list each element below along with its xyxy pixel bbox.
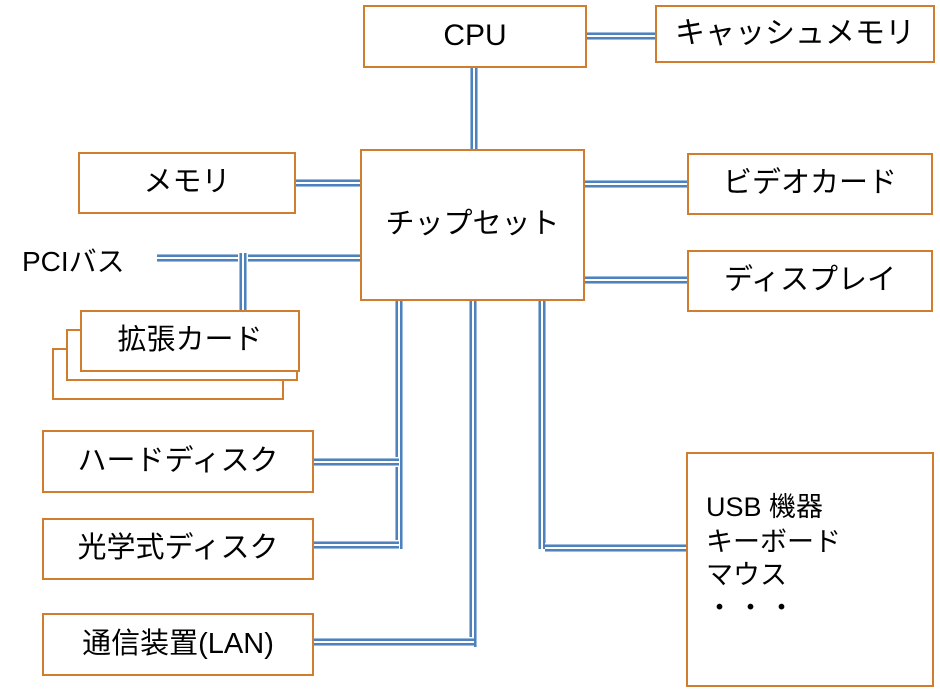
node-expansion-card-label: 拡張カード [117,324,263,357]
bus-harddisk-link [312,457,399,467]
label-pci-bus: PCIバス [22,240,125,280]
bus-pci-trunk [157,253,364,263]
node-cpu-label: CPU [443,19,507,53]
node-display[interactable]: ディスプレイ [687,250,933,312]
node-usb-devices[interactable]: USB 機器 キーボード マウス ・・・ [686,452,934,687]
node-memory-label: メモリ [143,166,231,199]
usb-line-keyboard: キーボード [706,527,841,558]
node-video-card[interactable]: ビデオカード [687,153,933,215]
bus-chipset-lan-vertical [468,299,478,647]
node-usb-devices-lines: USB 機器 キーボード マウス ・・・ [706,492,847,626]
label-pci-bus-text: PCIバス [22,246,125,277]
usb-line-mouse: マウス [706,560,787,591]
node-hard-disk-label: ハードディスク [77,444,279,477]
node-hard-disk[interactable]: ハードディスク [42,430,314,493]
node-expansion-card[interactable]: 拡張カード [80,310,300,372]
node-lan-device[interactable]: 通信装置(LAN) [42,613,314,676]
bus-cpu-cache [585,31,657,41]
bus-usb-link [545,543,690,553]
node-cache-memory[interactable]: キャッシュメモリ [655,5,935,63]
bus-optical-link [312,540,399,550]
bus-cpu-chipset [469,66,479,154]
bus-memory-chipset [294,178,364,188]
usb-line-ellipsis: ・・・ [706,593,799,624]
bus-chipset-storage-vertical [394,299,404,549]
usb-line-title: USB 機器 [706,492,824,522]
node-video-card-label: ビデオカード [722,167,897,200]
node-chipset-label: チップセット [385,208,560,241]
node-cache-memory-label: キャッシュメモリ [675,16,915,50]
bus-chipset-videocard [583,179,689,189]
node-optical-disk[interactable]: 光学式ディスク [42,518,314,580]
bus-chipset-usb-vertical [537,299,547,549]
bus-lan-link [312,637,474,647]
node-chipset[interactable]: チップセット [360,149,585,301]
node-optical-disk-label: 光学式ディスク [77,532,279,565]
node-memory[interactable]: メモリ [78,152,296,214]
bus-chipset-display [583,275,689,285]
node-lan-device-label: 通信装置(LAN) [82,627,274,660]
node-display-label: ディスプレイ [724,264,896,297]
bus-pci-expansion [238,253,248,313]
node-cpu[interactable]: CPU [363,5,587,68]
